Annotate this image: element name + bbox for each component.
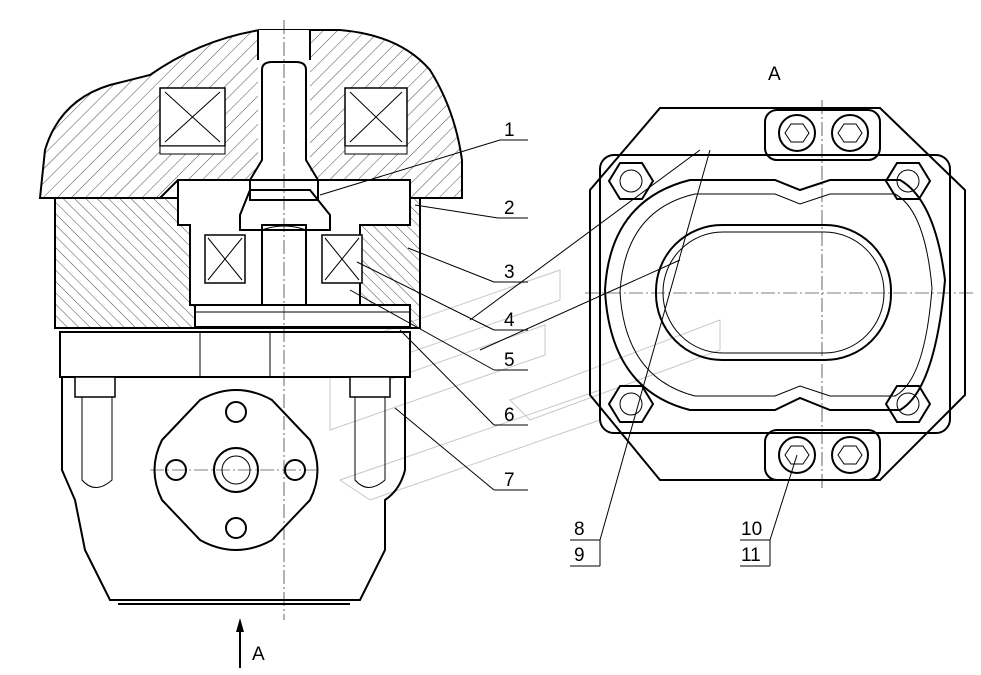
flange-outline (589, 107, 966, 481)
top-housing (38, 29, 463, 199)
section-view: A (38, 20, 463, 668)
part-number-6: 6 (504, 405, 515, 426)
view-a-label: A (768, 64, 781, 85)
flange-plate (59, 331, 411, 378)
part-number-5: 5 (504, 350, 515, 371)
part-number-7: 7 (504, 470, 515, 491)
part-number-9: 9 (574, 545, 585, 566)
part-number-11: 11 (741, 545, 761, 566)
part-number-1: 1 (504, 120, 515, 141)
part-number-2: 2 (504, 198, 515, 219)
part-number-3: 3 (504, 262, 515, 283)
lower-housing (61, 376, 406, 601)
view-arrow-label: A (252, 644, 265, 665)
part-number-8: 8 (574, 519, 585, 540)
part-number-4: 4 (504, 310, 515, 331)
corner-bolts (607, 162, 932, 423)
leader-lines (319, 139, 528, 491)
part-number-10: 10 (741, 519, 762, 540)
view-a: A (469, 64, 975, 567)
socket-bolts (778, 114, 869, 474)
port-flange (153, 389, 319, 551)
